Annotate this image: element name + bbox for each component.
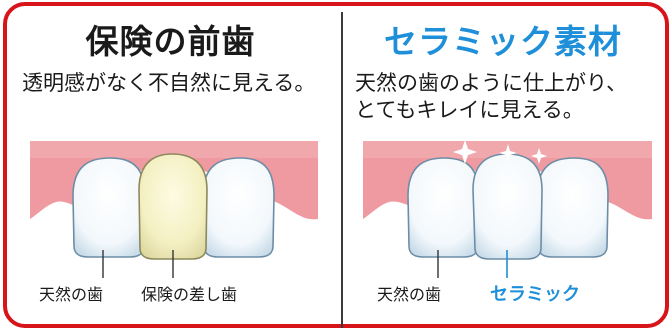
natural-tooth-label: 天然の歯 xyxy=(39,285,104,304)
insurance-panel-title: 保険の前歯 xyxy=(85,22,256,61)
insurance-teeth-illustration xyxy=(30,141,318,278)
ceramic-panel-title: セラミック素材 xyxy=(384,22,622,61)
sparkle-icon xyxy=(499,144,517,162)
sparkle-icon xyxy=(531,148,547,164)
ceramic-label: セラミック xyxy=(490,284,580,305)
ceramic-crown-tooth xyxy=(472,153,543,260)
natural-tooth-left xyxy=(407,157,480,258)
ceramic-teeth-illustration xyxy=(363,140,652,278)
natural-tooth-label: 天然の歯 xyxy=(377,285,442,304)
panel-divider xyxy=(341,12,343,328)
insurance-panel-description: 透明感がなく不自然に見える。 xyxy=(22,71,316,95)
insurance-crown-label: 保険の差し歯 xyxy=(141,285,238,304)
sparkle-icon xyxy=(453,140,477,164)
natural-tooth-right xyxy=(536,157,609,258)
ceramic-panel-description-line1: 天然の歯のように仕上がり、 xyxy=(355,71,628,95)
insurance-crown-tooth xyxy=(138,153,208,260)
natural-tooth-right xyxy=(202,157,275,258)
gum-highlight xyxy=(30,141,318,158)
natural-tooth-left xyxy=(72,157,146,258)
ceramic-panel-description-line2: とてもキレイに見える。 xyxy=(355,98,584,122)
